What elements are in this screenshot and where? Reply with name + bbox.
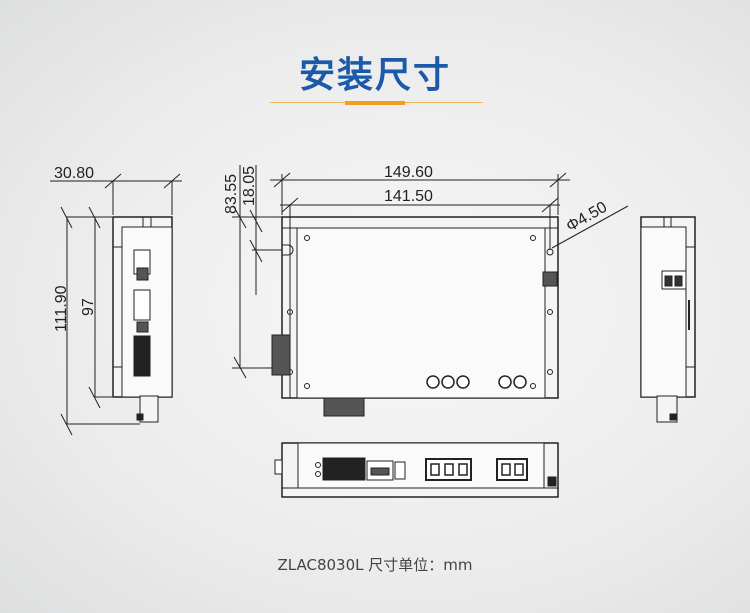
dim-side-width: 30.80 bbox=[54, 165, 94, 182]
page-title: 安装尺寸 bbox=[298, 55, 451, 96]
terminal-screws bbox=[426, 375, 527, 389]
bottom-view bbox=[274, 442, 559, 498]
dim-front-slot-offset: 18.05 bbox=[241, 166, 258, 206]
side-view-right bbox=[640, 216, 696, 423]
dim-hole-diameter: Φ4.50 bbox=[564, 199, 611, 236]
dim-front-hole-vertical: 83.55 bbox=[223, 174, 240, 214]
dim-front-hole-spacing: 141.50 bbox=[384, 188, 433, 205]
side-view-left bbox=[50, 173, 182, 436]
dim-front-total-width: 149.60 bbox=[384, 164, 433, 181]
title-divider-accent bbox=[345, 101, 405, 105]
front-view bbox=[232, 165, 629, 417]
dim-side-body-height: 97 bbox=[80, 298, 97, 316]
dim-side-total-height: 111.90 bbox=[53, 285, 70, 332]
caption: ZLAC8030L 尺寸单位：mm bbox=[277, 556, 473, 574]
